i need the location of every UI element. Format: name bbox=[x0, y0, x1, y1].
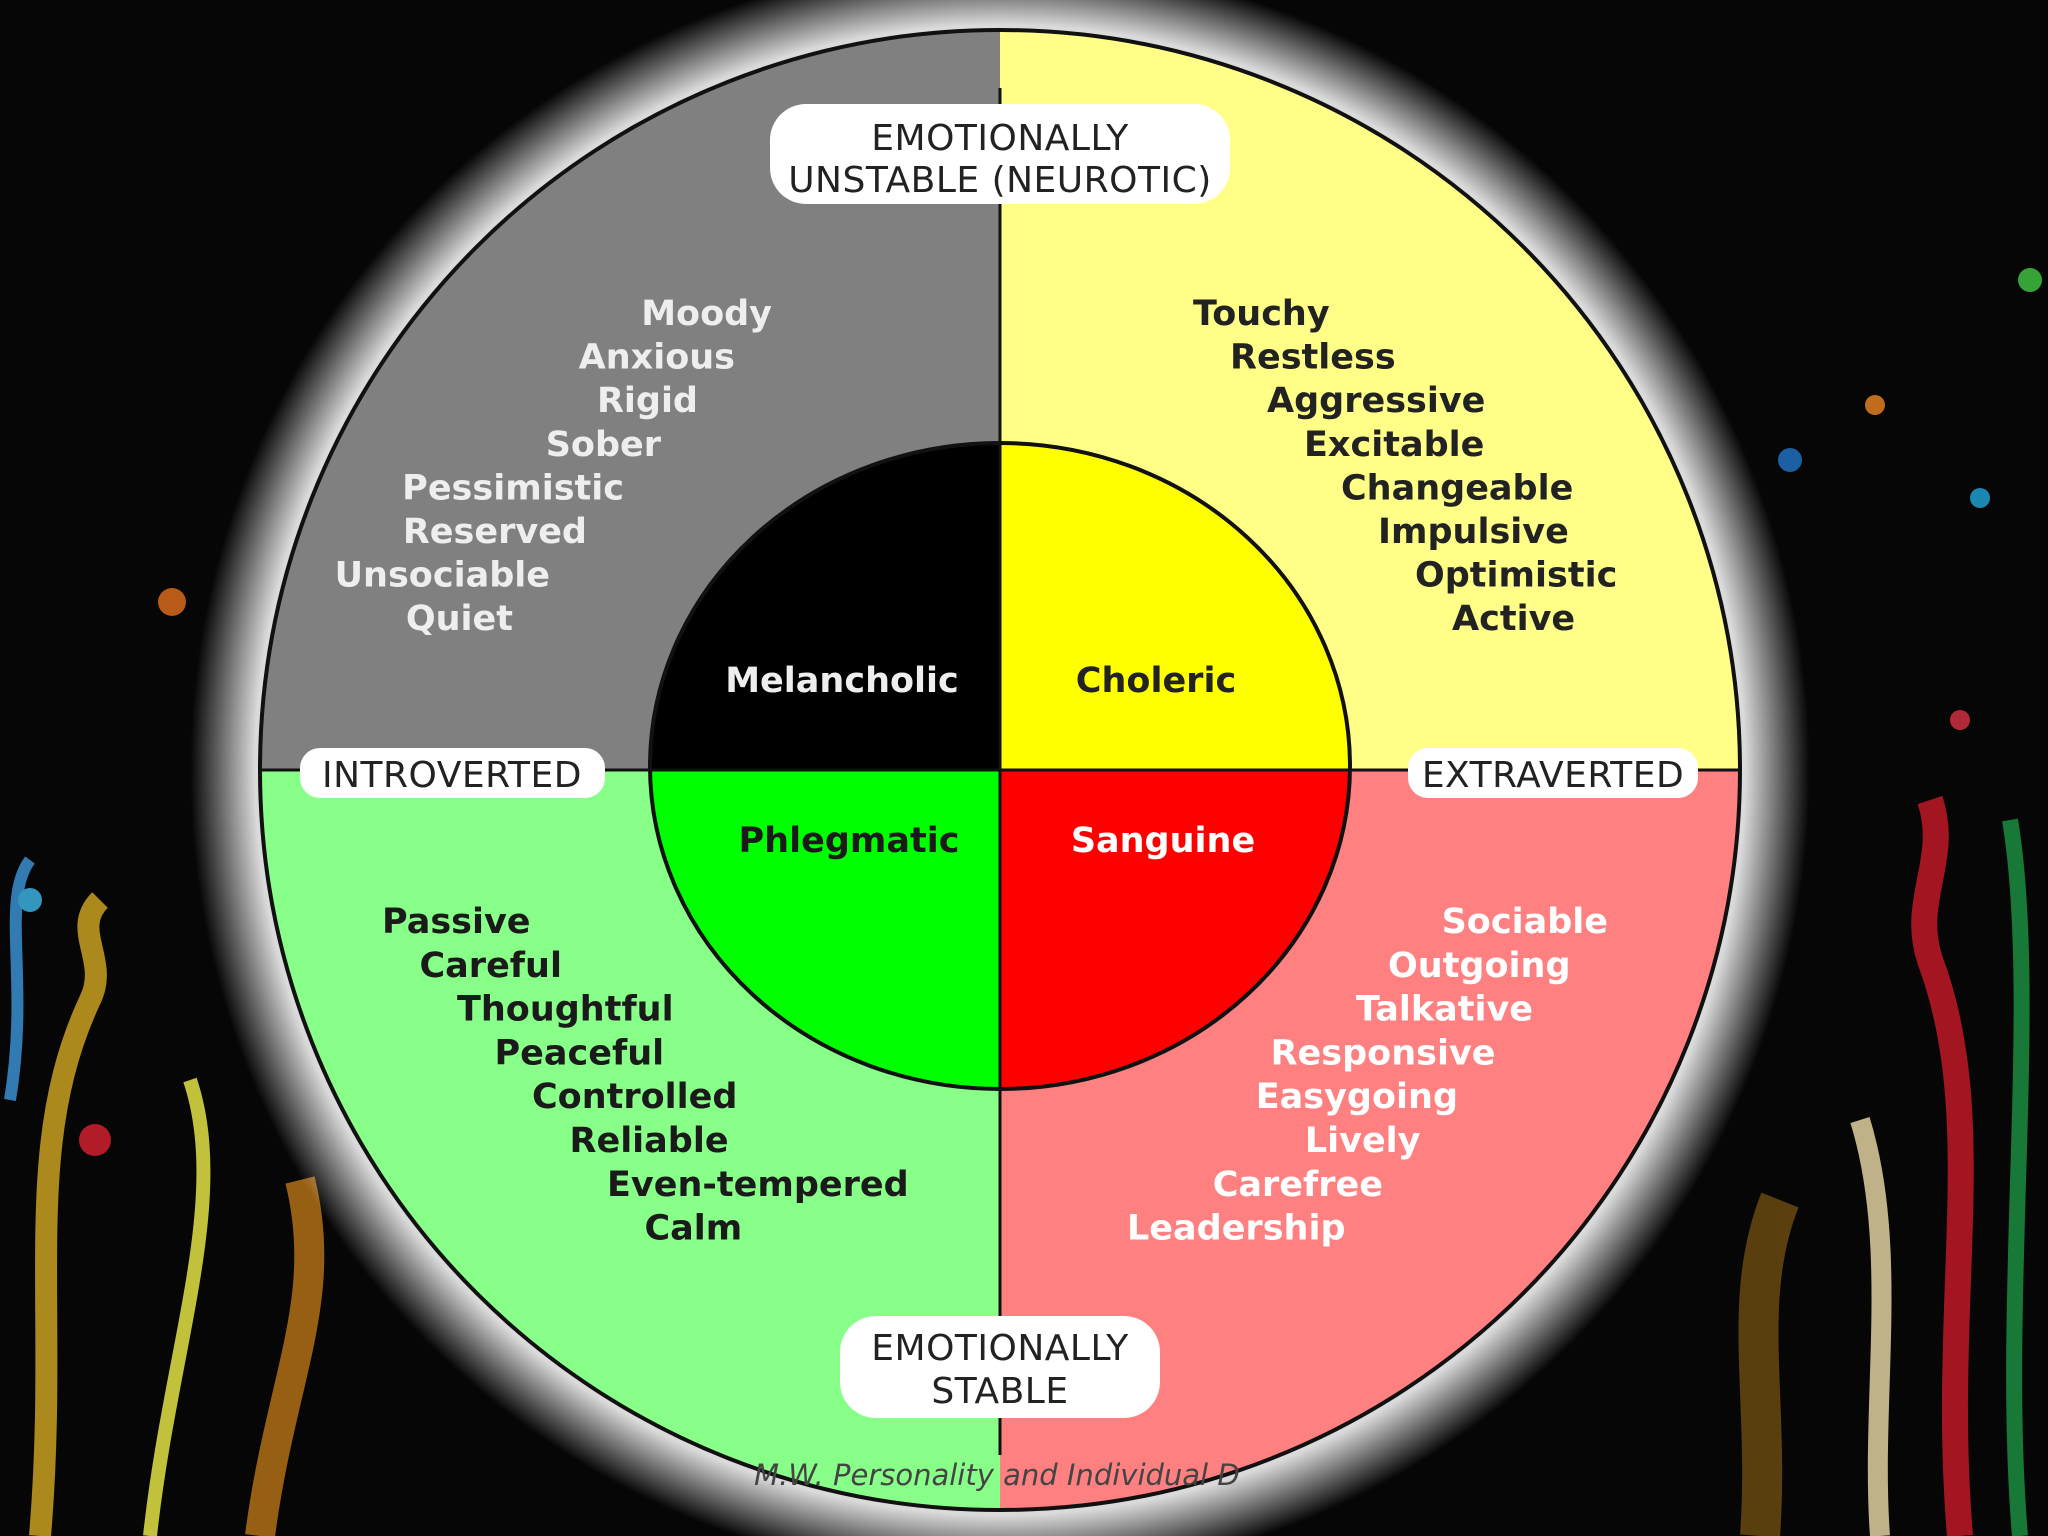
trait-sanguine-easygoing: Easygoing bbox=[1256, 1077, 1458, 1117]
trait-choleric-touchy: Touchy bbox=[1193, 294, 1330, 334]
trait-sanguine-outgoing: Outgoing bbox=[1388, 946, 1570, 986]
trait-sanguine-leadership: Leadership bbox=[1127, 1209, 1346, 1249]
axis-label-bottom-line2: STABLE bbox=[931, 1371, 1068, 1412]
trait-melancholic-rigid: Rigid bbox=[597, 381, 698, 421]
quadrant-sanguine-inner bbox=[1000, 770, 1350, 1090]
axis-label-top-line2: UNSTABLE (NEUROTIC) bbox=[788, 160, 1212, 201]
trait-choleric-optimistic: Optimistic bbox=[1415, 556, 1617, 596]
trait-melancholic-reserved: Reserved bbox=[403, 512, 587, 552]
axis-label-right-text: EXTRAVERTED bbox=[1422, 755, 1684, 796]
trait-melancholic-unsociable: Unsociable bbox=[335, 556, 550, 596]
axis-label-top: EMOTIONALLY UNSTABLE (NEUROTIC) bbox=[770, 104, 1230, 204]
trait-choleric-aggressive: Aggressive bbox=[1267, 381, 1485, 421]
quadrant-choleric-inner bbox=[1000, 443, 1350, 770]
traits-choleric: TouchyRestlessAggressiveExcitableChangea… bbox=[1193, 294, 1617, 639]
trait-phlegmatic-passive: Passive bbox=[382, 902, 531, 942]
axis-label-right: EXTRAVERTED bbox=[1408, 748, 1698, 798]
trait-phlegmatic-controlled: Controlled bbox=[532, 1077, 737, 1117]
trait-phlegmatic-reliable: Reliable bbox=[570, 1121, 729, 1161]
trait-choleric-changeable: Changeable bbox=[1341, 468, 1573, 508]
trait-phlegmatic-calm: Calm bbox=[645, 1209, 743, 1249]
temperament-melancholic: Melancholic bbox=[725, 661, 959, 701]
trait-phlegmatic-thoughtful: Thoughtful bbox=[457, 990, 674, 1030]
trait-phlegmatic-peaceful: Peaceful bbox=[495, 1033, 665, 1073]
trait-phlegmatic-even-tempered: Even-tempered bbox=[607, 1165, 909, 1205]
trait-melancholic-anxious: Anxious bbox=[579, 338, 735, 378]
trait-melancholic-sober: Sober bbox=[546, 425, 662, 465]
trait-melancholic-quiet: Quiet bbox=[406, 599, 513, 639]
trait-melancholic-pessimistic: Pessimistic bbox=[402, 468, 624, 508]
axis-label-bottom: EMOTIONALLY STABLE bbox=[840, 1316, 1160, 1418]
traits-phlegmatic: PassiveCarefulThoughtfulPeacefulControll… bbox=[382, 902, 909, 1249]
trait-sanguine-responsive: Responsive bbox=[1271, 1033, 1496, 1073]
axis-label-left-text: INTROVERTED bbox=[322, 755, 582, 796]
trait-melancholic-moody: Moody bbox=[641, 294, 772, 334]
trait-sanguine-carefree: Carefree bbox=[1213, 1165, 1383, 1205]
temperament-phlegmatic: Phlegmatic bbox=[739, 821, 960, 861]
citation-caption: M.W. Personality and Individual D bbox=[754, 1458, 1240, 1492]
trait-phlegmatic-careful: Careful bbox=[420, 946, 562, 986]
trait-sanguine-talkative: Talkative bbox=[1356, 990, 1533, 1030]
outer-circle-border bbox=[258, 28, 1742, 1512]
axis-label-left: INTROVERTED bbox=[300, 748, 605, 798]
trait-choleric-impulsive: Impulsive bbox=[1378, 512, 1569, 552]
trait-choleric-restless: Restless bbox=[1230, 338, 1396, 378]
quadrant-phlegmatic-inner bbox=[650, 770, 1000, 1090]
traits-sanguine: SociableOutgoingTalkativeResponsiveEasyg… bbox=[1127, 902, 1608, 1249]
axis-label-bottom-line1: EMOTIONALLY bbox=[871, 1328, 1129, 1369]
traits-melancholic: MoodyAnxiousRigidSoberPessimisticReserve… bbox=[335, 294, 773, 639]
trait-sanguine-lively: Lively bbox=[1305, 1121, 1421, 1161]
temperament-sanguine: Sanguine bbox=[1071, 821, 1255, 861]
trait-choleric-active: Active bbox=[1452, 599, 1575, 639]
quadrant-melancholic-inner bbox=[650, 443, 1000, 770]
trait-sanguine-sociable: Sociable bbox=[1442, 902, 1608, 942]
trait-choleric-excitable: Excitable bbox=[1304, 425, 1484, 465]
axis-label-top-line1: EMOTIONALLY bbox=[871, 118, 1129, 159]
temperament-choleric: Choleric bbox=[1076, 661, 1236, 701]
